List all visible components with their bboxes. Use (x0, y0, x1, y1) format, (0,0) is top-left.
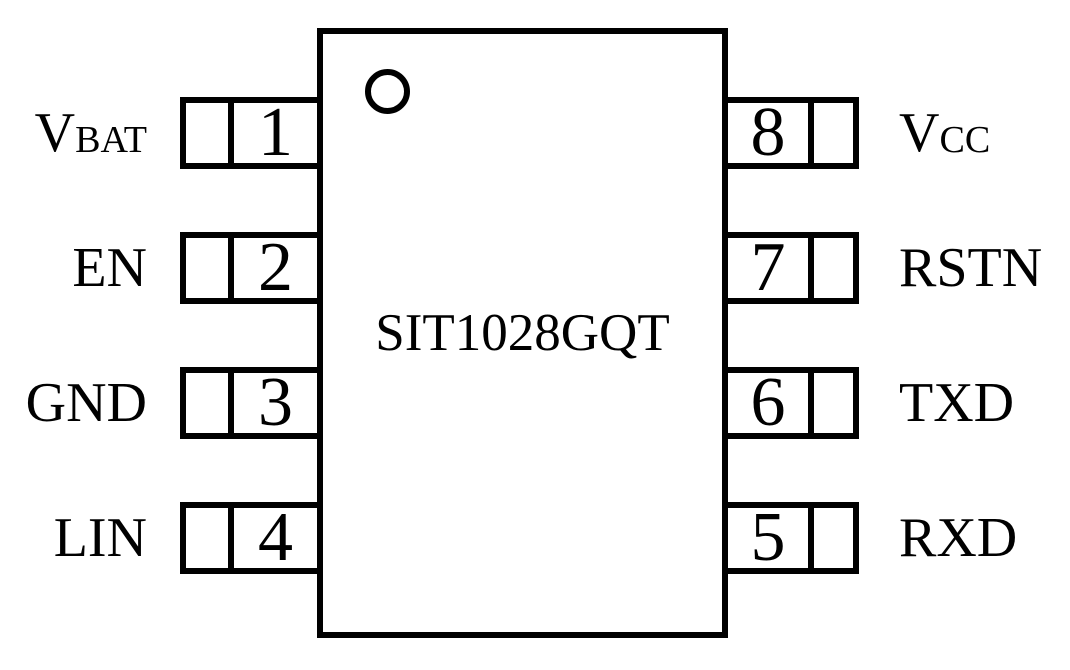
pin-box-8: 8 (728, 97, 859, 169)
pin-label-lin: LIN (0, 502, 147, 574)
pin-label-text: LIN (53, 507, 147, 569)
pin-box-2: 2 (180, 232, 317, 304)
pin-number-3: 3 (258, 364, 293, 441)
pin-pad-cell (186, 238, 234, 298)
pin-pad-cell (808, 103, 853, 163)
pin-number-4: 4 (258, 499, 293, 576)
pin-box-1: 1 (180, 97, 317, 169)
pin-label-subscript: BAT (75, 118, 147, 161)
pin-box-3: 3 (180, 367, 317, 439)
pin-box-5: 5 (728, 502, 859, 574)
pin-pad-cell (186, 508, 234, 568)
pin-pad-cell (808, 238, 853, 298)
pin-number-6: 6 (750, 364, 786, 441)
pin-label-rxd: RXD (899, 502, 1070, 574)
pin-label-text: GND (25, 372, 147, 434)
pin-box-7: 7 (728, 232, 859, 304)
pin-label-text: RSTN (899, 237, 1043, 299)
pin-label-gnd: GND (0, 367, 147, 439)
pin-label-text: EN (72, 237, 147, 299)
pin-pad-cell (186, 373, 234, 433)
pin-label-en: EN (0, 232, 147, 304)
pin-label-text: V (899, 102, 940, 164)
pin-number-1: 1 (258, 94, 293, 171)
chip-name: SIT1028GQT (375, 304, 670, 362)
pin-number-5: 5 (750, 499, 786, 576)
pin-pad-cell (808, 373, 853, 433)
pin-label-text: TXD (899, 372, 1015, 434)
pin-pad-cell (186, 103, 234, 163)
pin-number-8: 8 (750, 94, 786, 171)
pin-box-6: 6 (728, 367, 859, 439)
pin-label-text: V (34, 102, 76, 164)
pin-label-text: RXD (899, 507, 1018, 569)
pin-number-2: 2 (258, 229, 293, 306)
pin-label-rstn: RSTN (899, 232, 1070, 304)
pin-label-txd: TXD (899, 367, 1070, 439)
pin-pad-cell (808, 508, 853, 568)
chip-body: SIT1028GQT (317, 28, 728, 638)
pin-label-subscript: CC (939, 118, 991, 161)
pin-box-4: 4 (180, 502, 317, 574)
pin-number-7: 7 (750, 229, 786, 306)
pin1-indicator-dot (365, 69, 410, 114)
